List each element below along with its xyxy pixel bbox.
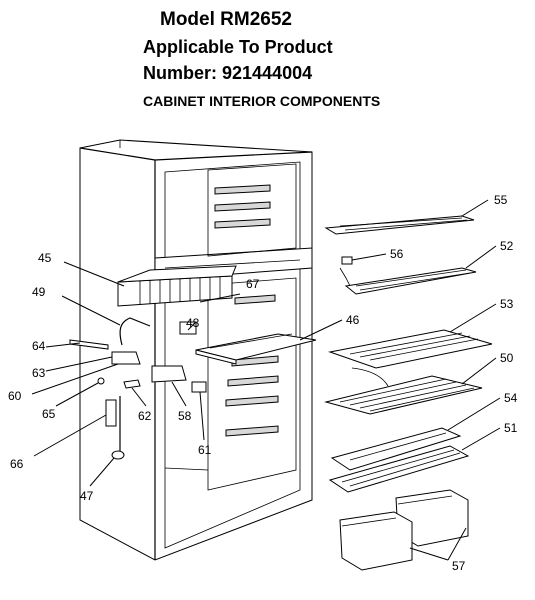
freezer-shelf-55 (324, 215, 475, 235)
callout-51: 51 (504, 421, 518, 435)
callout-56: 56 (390, 247, 404, 261)
callout-65: 65 (42, 407, 56, 421)
callout-64: 64 (32, 339, 46, 353)
applicable-line: Applicable To Product (143, 37, 333, 57)
finned-evaporator-45 (117, 265, 237, 307)
callout-55: 55 (494, 193, 508, 207)
product-number-line: Number: 921444004 (143, 63, 313, 83)
callout-57: 57 (452, 559, 466, 573)
callout-47: 47 (80, 489, 94, 503)
wire-shelf-50 (324, 375, 483, 415)
callout-63: 63 (32, 366, 46, 380)
crisper-cover-54 (330, 427, 462, 471)
callout-62: 62 (138, 409, 152, 423)
leader-lines (31, 199, 501, 561)
thermostat-parts (69, 317, 207, 460)
callout-61: 61 (198, 443, 212, 457)
callout-46: 46 (346, 313, 360, 327)
callout-60: 60 (8, 389, 22, 403)
callout-45: 45 (38, 251, 52, 265)
callout-49: 49 (32, 285, 46, 299)
callout-labels: 45 49 64 63 60 65 66 47 48 67 62 58 61 4… (8, 193, 518, 573)
callout-48: 48 (186, 316, 200, 330)
crisper-shelf-51 (328, 445, 470, 493)
section-title: CABINET INTERIOR COMPONENTS (143, 93, 381, 109)
callout-66: 66 (10, 457, 24, 471)
callout-58: 58 (178, 409, 192, 423)
callout-67: 67 (246, 277, 260, 291)
freezer-shelf-52 (344, 267, 477, 295)
callout-52: 52 (500, 239, 514, 253)
callout-53: 53 (500, 297, 514, 311)
evaporator-plate-46 (195, 333, 317, 365)
glass-shelf-53 (328, 329, 493, 387)
callout-50: 50 (500, 351, 514, 365)
callout-54: 54 (504, 391, 518, 405)
crisper-drawers-57 (339, 489, 469, 571)
model-title: Model RM2652 (160, 9, 292, 30)
